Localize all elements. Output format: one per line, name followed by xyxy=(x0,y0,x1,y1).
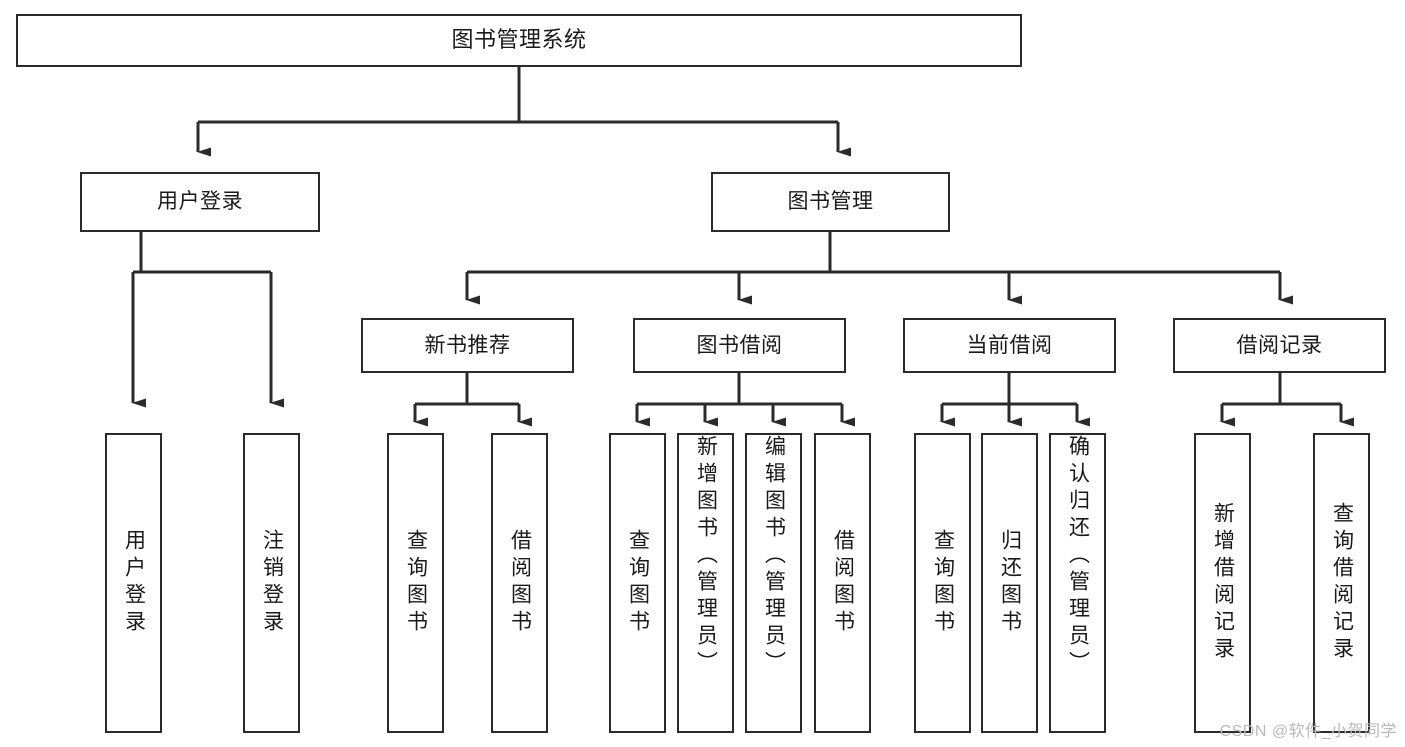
node-leaf-user-login-label: 用户登录 xyxy=(122,529,146,637)
node-user-login-label: 用户登录 xyxy=(157,190,243,214)
node-leaf-add-book[interactable]: 新增图书（管理员） xyxy=(677,433,734,733)
node-root-system[interactable]: 图书管理系统 xyxy=(16,14,1022,67)
node-book-borrow-label: 图书借阅 xyxy=(696,333,783,357)
node-leaf-user-logout-label: 注销登录 xyxy=(260,529,284,637)
node-root-system-label: 图书管理系统 xyxy=(451,27,587,53)
node-leaf-add-record-label: 新增借阅记录 xyxy=(1211,502,1235,664)
node-leaf-query-book-1-label: 查询图书 xyxy=(404,529,428,637)
node-leaf-edit-book-label: 编辑图书（管理员） xyxy=(762,435,786,678)
node-leaf-return-book[interactable]: 归还图书 xyxy=(981,433,1038,733)
node-leaf-add-record[interactable]: 新增借阅记录 xyxy=(1194,433,1251,733)
node-leaf-add-book-label: 新增图书（管理员） xyxy=(694,435,718,678)
node-leaf-confirm-return-label: 确认归还（管理员） xyxy=(1066,435,1090,678)
node-leaf-borrow-book-2[interactable]: 借阅图书 xyxy=(814,433,871,733)
node-leaf-query-book-3[interactable]: 查询图书 xyxy=(914,433,971,733)
node-borrow-record-label: 借阅记录 xyxy=(1236,333,1323,357)
node-leaf-query-book-3-label: 查询图书 xyxy=(931,529,955,637)
csdn-watermark: CSDN @软件_小贺同学 xyxy=(1219,723,1397,740)
node-leaf-query-book-2-label: 查询图书 xyxy=(626,529,650,637)
node-borrow-record[interactable]: 借阅记录 xyxy=(1173,318,1386,373)
node-leaf-return-book-label: 归还图书 xyxy=(998,529,1022,637)
node-current-borrow[interactable]: 当前借阅 xyxy=(903,318,1116,373)
node-leaf-user-logout[interactable]: 注销登录 xyxy=(243,433,300,733)
node-book-management[interactable]: 图书管理 xyxy=(711,172,950,232)
node-book-management-label: 图书管理 xyxy=(787,190,874,214)
node-leaf-query-record[interactable]: 查询借阅记录 xyxy=(1313,433,1370,733)
node-leaf-edit-book[interactable]: 编辑图书（管理员） xyxy=(745,433,802,733)
node-leaf-borrow-book-2-label: 借阅图书 xyxy=(831,529,855,637)
node-leaf-query-record-label: 查询借阅记录 xyxy=(1330,502,1354,664)
node-leaf-confirm-return[interactable]: 确认归还（管理员） xyxy=(1049,433,1106,733)
node-user-login[interactable]: 用户登录 xyxy=(80,172,320,232)
node-leaf-borrow-book-1-label: 借阅图书 xyxy=(508,529,532,637)
node-book-borrow[interactable]: 图书借阅 xyxy=(633,318,846,373)
node-current-borrow-label: 当前借阅 xyxy=(966,333,1053,357)
node-leaf-query-book-1[interactable]: 查询图书 xyxy=(387,433,444,733)
node-leaf-user-login[interactable]: 用户登录 xyxy=(105,433,162,733)
node-new-book-recommend-label: 新书推荐 xyxy=(424,333,511,357)
node-leaf-borrow-book-1[interactable]: 借阅图书 xyxy=(491,433,548,733)
node-new-book-recommend[interactable]: 新书推荐 xyxy=(361,318,574,373)
node-leaf-query-book-2[interactable]: 查询图书 xyxy=(609,433,666,733)
